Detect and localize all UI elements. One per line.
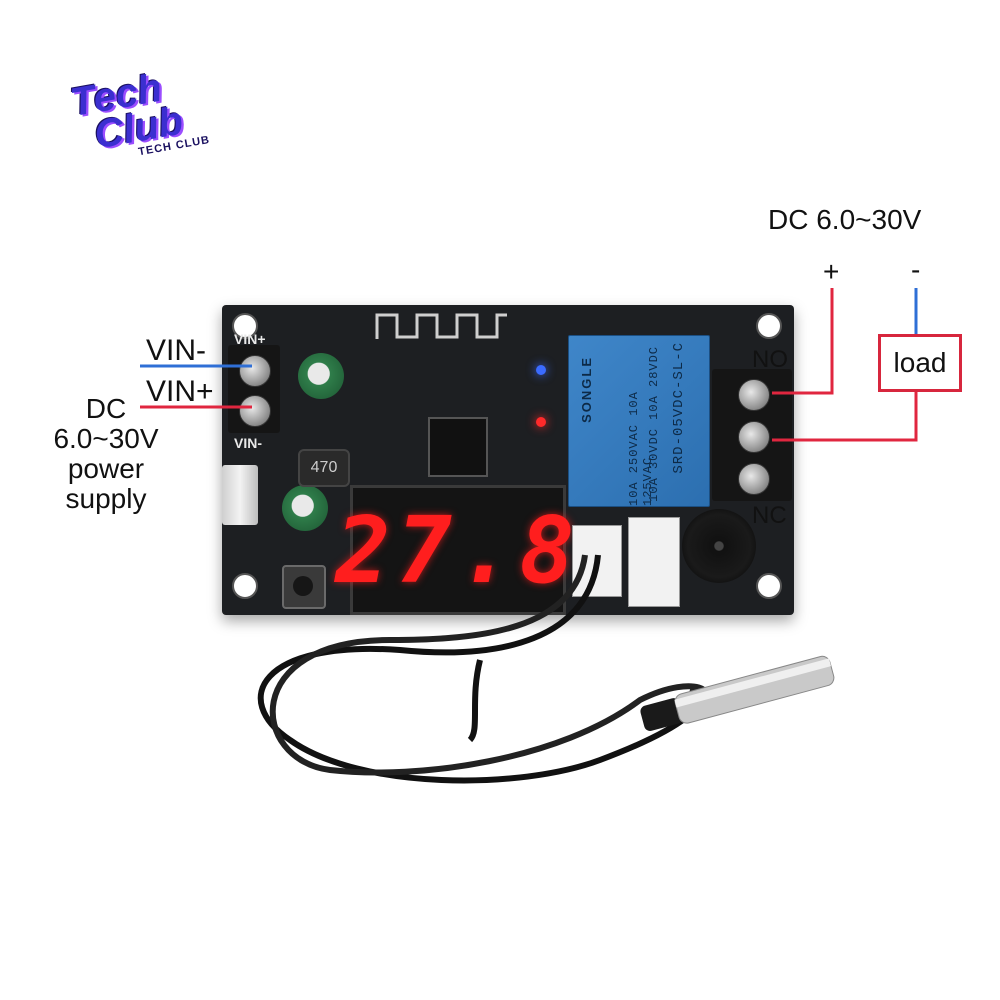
display-digits: 27.8 — [335, 496, 581, 604]
probe-cable-loop — [467, 659, 483, 743]
supply-line-4: supply — [65, 483, 147, 514]
label-vin-minus: VIN- — [146, 334, 206, 367]
load-return-wire — [772, 390, 918, 442]
load-plus-wire — [772, 288, 834, 395]
probe-cable — [257, 554, 703, 784]
mount-hole — [232, 313, 258, 339]
load-label: load — [893, 347, 947, 378]
silk-vin-minus: VIN- — [234, 435, 262, 451]
screw-vin-minus — [239, 355, 271, 387]
label-vin-plus: VIN+ — [146, 375, 214, 408]
capacitor — [282, 485, 328, 531]
capacitor — [298, 353, 344, 399]
screw-nc — [738, 463, 770, 495]
led-display: 27.8 — [335, 485, 575, 615]
load-box: load — [878, 334, 962, 392]
screw-no — [738, 379, 770, 411]
probe-cable-2 — [269, 554, 707, 776]
buzzer — [682, 509, 756, 583]
supply-line-2: 6.0~30V — [53, 423, 159, 454]
relay-terminal-block — [712, 369, 792, 501]
label-minus: - — [911, 254, 921, 285]
relay: SONGLE 10A 250VAC 10A 125VAC 10A 30VDC 1… — [568, 335, 710, 507]
inductor: 470 — [298, 449, 350, 487]
supply-line-3: power — [67, 453, 145, 484]
push-button[interactable] — [282, 565, 326, 609]
input-terminal-block — [228, 345, 280, 433]
probe-tip — [640, 655, 835, 731]
red-led — [536, 417, 546, 427]
label-plus: + — [823, 256, 840, 287]
label-no: NO — [752, 346, 788, 373]
mount-hole — [756, 573, 782, 599]
pcb-board: VIN+ VIN- 470 SONGLE 10A 250VAC 10A 125V… — [222, 305, 794, 615]
screw-com — [738, 421, 770, 453]
mcu-chip — [428, 417, 488, 477]
label-nc: NC — [752, 502, 787, 529]
label-power-supply: DC 6.0~30V power supply — [36, 394, 176, 514]
mount-hole — [756, 313, 782, 339]
silk-vin-plus: VIN+ — [234, 331, 266, 347]
mount-hole — [232, 573, 258, 599]
aux-connector — [628, 517, 680, 607]
micro-usb-port[interactable] — [222, 465, 258, 525]
label-load-supply: DC 6.0~30V — [768, 204, 922, 235]
antenna-trace — [375, 313, 507, 339]
blue-led — [536, 365, 546, 375]
supply-line-1: DC — [85, 393, 127, 424]
screw-vin-plus — [239, 395, 271, 427]
